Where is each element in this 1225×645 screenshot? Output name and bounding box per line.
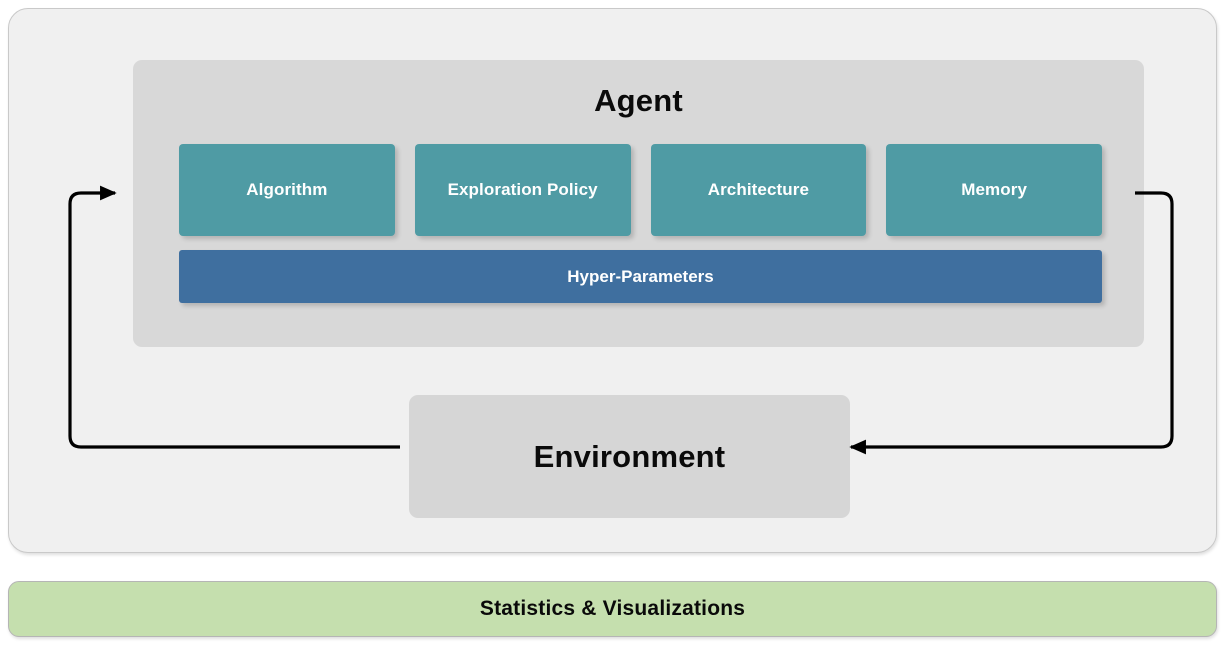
environment-panel[interactable]: Environment (409, 395, 850, 518)
agent-component-label: Memory (961, 180, 1028, 199)
environment-label: Environment (533, 438, 726, 474)
hyper-parameters-label: Hyper-Parameters (567, 266, 714, 286)
statistics-visualizations-panel[interactable]: Statistics & Visualizations (8, 581, 1217, 637)
agent-component-label: Exploration Policy (447, 180, 598, 199)
agent-component-exploration-policy[interactable]: Exploration Policy (414, 144, 631, 236)
agent-component-algorithm[interactable]: Algorithm (179, 144, 395, 236)
rl-loop-panel: Agent Algorithm Exploration Policy Archi… (8, 8, 1217, 553)
agent-component-label: Algorithm (246, 180, 328, 199)
statistics-visualizations-label: Statistics & Visualizations (479, 597, 746, 620)
agent-component-row: Algorithm Exploration Policy Architectur… (179, 144, 1102, 236)
hyper-parameters-bar[interactable]: Hyper-Parameters (179, 250, 1102, 303)
agent-panel[interactable]: Agent Algorithm Exploration Policy Archi… (133, 60, 1144, 347)
agent-component-label: Architecture (707, 180, 810, 199)
agent-title: Agent (594, 83, 683, 118)
agent-component-architecture[interactable]: Architecture (650, 144, 867, 236)
agent-component-memory[interactable]: Memory (886, 144, 1102, 236)
